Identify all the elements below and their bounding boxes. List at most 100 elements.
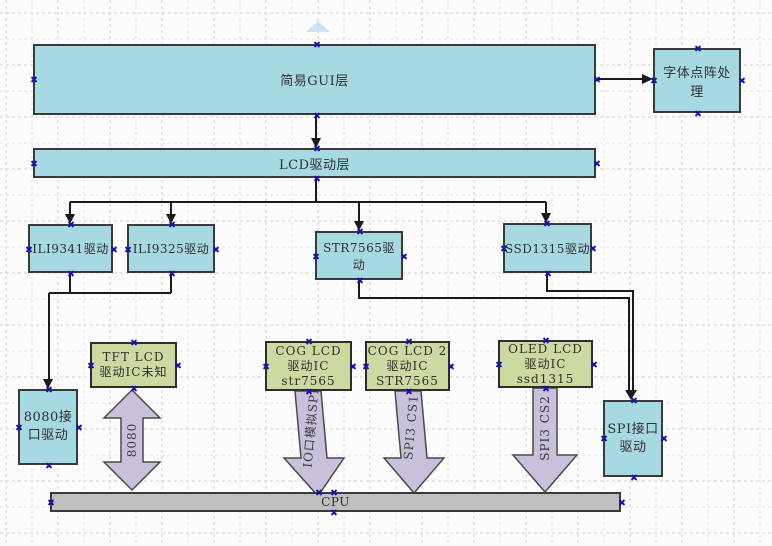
node-ili9325-driver[interactable]: ILI9325驱动: [127, 224, 215, 273]
node-gui-layer[interactable]: 简易GUI层: [33, 44, 596, 115]
selection-handle[interactable]: [542, 337, 549, 344]
selection-handle[interactable]: [694, 110, 701, 117]
node-ili9341-label: ILI9341驱动: [32, 242, 109, 256]
arrow-8080-bus[interactable]: [102, 388, 162, 492]
node-lcd-driver-layer[interactable]: LCD驱动层: [33, 148, 596, 178]
selection-handle[interactable]: [313, 41, 320, 48]
selection-handle[interactable]: [168, 221, 175, 228]
selection-handle[interactable]: [312, 253, 319, 260]
selection-handle[interactable]: [75, 424, 82, 431]
node-str7565-driver[interactable]: STR7565驱动: [315, 231, 403, 280]
selection-handle[interactable]: [47, 499, 54, 506]
selection-handle[interactable]: [315, 489, 322, 496]
node-lcd-driver-layer-label: LCD驱动层: [278, 157, 350, 173]
node-cog-lcd2-ic-line: COG LCD 2: [367, 343, 448, 358]
node-ili9341-driver[interactable]: ILI9341驱动: [28, 224, 113, 273]
connector-gui-to-font[interactable]: [596, 74, 653, 84]
selection-handle[interactable]: [124, 246, 131, 253]
arrowhead-icon: [354, 221, 364, 231]
selection-handle[interactable]: [25, 246, 32, 253]
node-8080-interface-line: 8080接: [23, 410, 73, 425]
selection-handle[interactable]: [589, 245, 596, 252]
selection-handle[interactable]: [500, 245, 507, 252]
bus-label-spi3-cs2: SPI3 CS2: [538, 395, 552, 461]
selection-handle[interactable]: [313, 175, 320, 182]
selection-handle[interactable]: [600, 435, 607, 442]
selection-handle[interactable]: [544, 270, 551, 277]
selection-handle[interactable]: [362, 363, 369, 370]
node-cog-lcd-ic-line: str7565: [281, 373, 336, 388]
selection-handle[interactable]: [168, 270, 175, 277]
selection-handle[interactable]: [262, 363, 269, 370]
node-font-matrix[interactable]: 字体点阵处理: [653, 48, 741, 113]
selection-handle[interactable]: [618, 499, 625, 506]
selection-handle[interactable]: [330, 489, 337, 496]
node-ssd1315-label: SSD1315驱动: [505, 241, 590, 256]
selection-handle[interactable]: [87, 362, 94, 369]
connector-ssd1315-to-spi-interface[interactable]: [546, 273, 637, 400]
node-cog-lcd-ic-line: COG LCD: [275, 343, 342, 358]
node-tft-lcd-ic[interactable]: TFT LCD 驱动IC未知: [90, 342, 177, 388]
arrow-spi3-cs1[interactable]: [382, 390, 446, 495]
connector-lcd-to-drivers[interactable]: [65, 178, 551, 231]
selection-handle[interactable]: [660, 435, 667, 442]
node-8080-interface-driver[interactable]: 8080接 口驱动: [18, 389, 78, 465]
selection-handle[interactable]: [67, 221, 74, 228]
selection-handle[interactable]: [110, 246, 117, 253]
connector-gui-to-lcd[interactable]: [311, 115, 321, 148]
selection-handle[interactable]: [130, 339, 137, 346]
selection-handle[interactable]: [543, 220, 550, 227]
node-font-matrix-label: 字体点阵处理: [663, 65, 731, 100]
selection-handle[interactable]: [174, 362, 181, 369]
selection-handle[interactable]: [630, 397, 637, 404]
arrow-spi3-cs2[interactable]: [511, 387, 579, 494]
selection-handle[interactable]: [593, 160, 600, 167]
arrowhead-icon: [166, 214, 176, 224]
node-oled-lcd-ic-line: ssd1315: [516, 371, 575, 386]
selection-handle[interactable]: [630, 474, 637, 481]
selection-handle[interactable]: [495, 361, 502, 368]
node-oled-lcd-ic[interactable]: OLED LCD 驱动IC ssd1315: [498, 340, 593, 388]
selection-handle[interactable]: [405, 338, 412, 345]
connector-ili-to-8080-interface[interactable]: [43, 273, 172, 389]
node-ssd1315-driver[interactable]: SSD1315驱动: [503, 223, 592, 273]
selection-handle[interactable]: [593, 76, 600, 83]
selection-handle[interactable]: [305, 338, 312, 345]
selection-handle[interactable]: [542, 385, 549, 392]
selection-handle[interactable]: [650, 77, 657, 84]
selection-handle[interactable]: [45, 386, 52, 393]
arrowhead-icon: [642, 74, 653, 84]
selection-handle[interactable]: [447, 363, 454, 370]
node-ili9325-label: ILI9325驱动: [132, 242, 210, 256]
selection-handle[interactable]: [313, 112, 320, 119]
selection-handle[interactable]: [313, 145, 320, 152]
selection-handle[interactable]: [590, 361, 597, 368]
arrowhead-icon: [311, 138, 321, 148]
selection-handle[interactable]: [30, 160, 37, 167]
selection-handle[interactable]: [694, 45, 701, 52]
selection-handle[interactable]: [405, 388, 412, 395]
selection-handle[interactable]: [45, 462, 52, 469]
selection-handle[interactable]: [356, 228, 363, 235]
selection-handle[interactable]: [67, 270, 74, 277]
selection-handle[interactable]: [30, 76, 37, 83]
node-spi-interface-driver[interactable]: SPI接口 驱动: [603, 400, 663, 477]
selection-handle[interactable]: [305, 388, 312, 395]
selection-handle[interactable]: [212, 246, 219, 253]
node-tft-lcd-ic-line: 驱动IC未知: [99, 365, 168, 379]
selection-handle[interactable]: [15, 424, 22, 431]
connector-str7565-to-spi-interface[interactable]: [358, 280, 630, 392]
selection-handle[interactable]: [349, 363, 356, 370]
selection-handle[interactable]: [738, 77, 745, 84]
node-cog-lcd-ic-line: 驱动IC: [287, 358, 330, 373]
node-cpu-label: CPU: [321, 495, 350, 509]
selection-handle[interactable]: [400, 253, 407, 260]
selection-handle[interactable]: [130, 385, 137, 392]
selection-handle[interactable]: [330, 509, 337, 516]
selection-handle[interactable]: [356, 277, 363, 284]
node-oled-lcd-ic-line: 驱动IC: [524, 356, 567, 371]
node-gui-layer-label: 简易GUI层: [280, 74, 349, 89]
arrow-io-sim-spi[interactable]: [282, 390, 346, 498]
